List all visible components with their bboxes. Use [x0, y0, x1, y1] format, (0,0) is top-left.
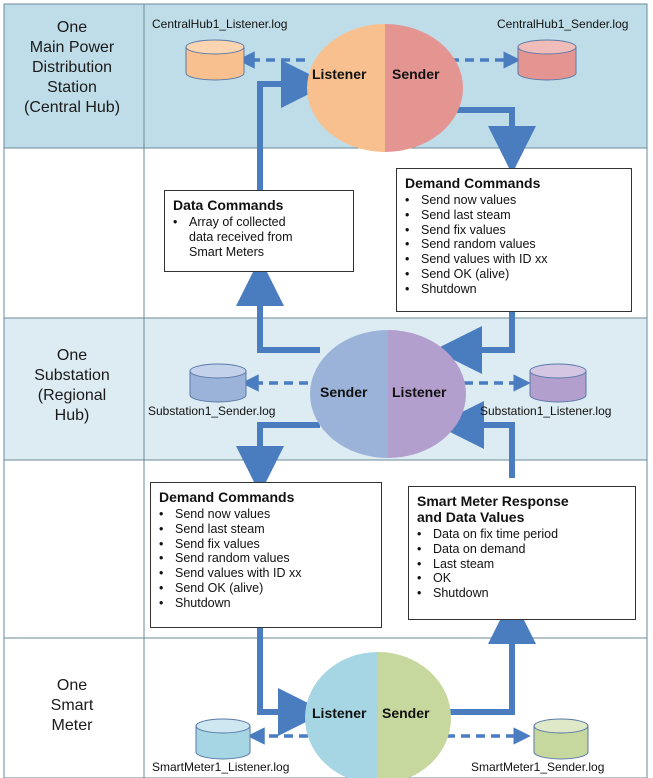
list-item: Send fix values: [405, 223, 623, 238]
list-item: OK: [417, 571, 627, 586]
arrow-substation-to-data: [236, 258, 320, 353]
meter-sender-half: [378, 652, 451, 778]
substation-sender-half: [310, 330, 388, 458]
meter-response-title-line2: and Data Values: [417, 509, 525, 525]
data-commands-box: Data Commands Array of collected data re…: [164, 190, 354, 272]
db-meter-listener-icon: [195, 718, 251, 760]
list-item: Send values with ID xx: [159, 566, 373, 581]
list-item-continued: data received from: [189, 229, 293, 244]
list-item: Send OK (alive): [405, 267, 623, 282]
list-item: Send fix values: [159, 537, 373, 552]
list-item: Send last steam: [405, 208, 623, 223]
smart-meter-node: [305, 652, 451, 778]
list-item: Data on fix time period: [417, 527, 627, 542]
substation-sender-label: Sender: [320, 384, 368, 400]
db-central-sender-icon: [517, 39, 577, 81]
list-item: Shutdown: [159, 596, 373, 611]
log-label-central-sender: CentralHub1_Sender.log: [497, 17, 629, 31]
log-arrows: [237, 51, 531, 745]
list-item-continued: Smart Meters: [189, 244, 265, 259]
log-label-meter-listener: SmartMeter1_Listener.log: [152, 760, 290, 774]
demand-commands-title: Demand Commands: [159, 489, 295, 505]
arrow-central-to-demand: [440, 107, 536, 174]
meter-response-title: Smart Meter Response: [417, 493, 569, 509]
list-item: Data on demand: [417, 542, 627, 557]
band-label-smart-meter: One Smart Meter: [50, 677, 94, 734]
central-listener-label: Listener: [312, 66, 367, 82]
meter-listener-half: [305, 652, 378, 778]
log-label-sub-sender: Substation1_Sender.log: [148, 404, 276, 418]
log-label-central-listener: CentralHub1_Listener.log: [152, 17, 288, 31]
list-item: Last steam: [417, 557, 627, 572]
band-label-central-hub: One Main Power Distribution Station (Cen…: [23, 19, 121, 116]
arrow-response-to-substation: [436, 401, 515, 478]
demand-commands-title: Demand Commands: [405, 175, 541, 191]
db-central-listener-icon: [185, 39, 245, 81]
list-item: Send now values: [159, 507, 373, 522]
arrow-data-to-central: [257, 60, 329, 190]
central-listener-half: [307, 24, 385, 152]
arrow-substation-to-demand-lower: [236, 422, 320, 494]
arrow-demand-to-meter: [257, 628, 326, 736]
meter-listener-label: Listener: [312, 705, 367, 721]
list-item: Send last steam: [159, 522, 373, 537]
list-item: Send random values: [159, 551, 373, 566]
meter-sender-label: Sender: [382, 705, 430, 721]
substation-listener-half: [388, 330, 466, 458]
db-sub-listener-icon: [529, 363, 587, 403]
demand-commands-box-top: Demand Commands Send now values Send las…: [396, 168, 632, 312]
central-hub-node: [307, 24, 463, 152]
central-sender-label: Sender: [392, 66, 440, 82]
band-label-substation: One Substation (Regional Hub): [34, 347, 110, 424]
list-item: Send OK (alive): [159, 581, 373, 596]
meter-response-box: Smart Meter Response and Data Values Dat…: [408, 486, 636, 620]
list-item: Shutdown: [405, 282, 623, 297]
substation-listener-label: Listener: [392, 384, 447, 400]
central-sender-half: [385, 24, 463, 152]
substation-node: [310, 330, 466, 458]
list-item: Send now values: [405, 193, 623, 208]
db-meter-sender-icon: [533, 718, 589, 760]
demand-commands-box-bottom: Demand Commands Send now values Send las…: [150, 482, 382, 628]
log-label-sub-listener: Substation1_Listener.log: [480, 404, 612, 418]
list-item: Array of collected: [173, 215, 345, 230]
data-commands-title: Data Commands: [173, 197, 284, 213]
list-item: Send values with ID xx: [405, 252, 623, 267]
arrow-demand-to-substation: [434, 312, 515, 374]
flow-arrows: [236, 60, 536, 736]
log-label-meter-sender: SmartMeter1_Sender.log: [471, 760, 605, 774]
list-item: Shutdown: [417, 586, 627, 601]
arrow-meter-to-response: [440, 596, 536, 715]
db-sub-sender-icon: [189, 363, 247, 403]
list-item: Send random values: [405, 237, 623, 252]
